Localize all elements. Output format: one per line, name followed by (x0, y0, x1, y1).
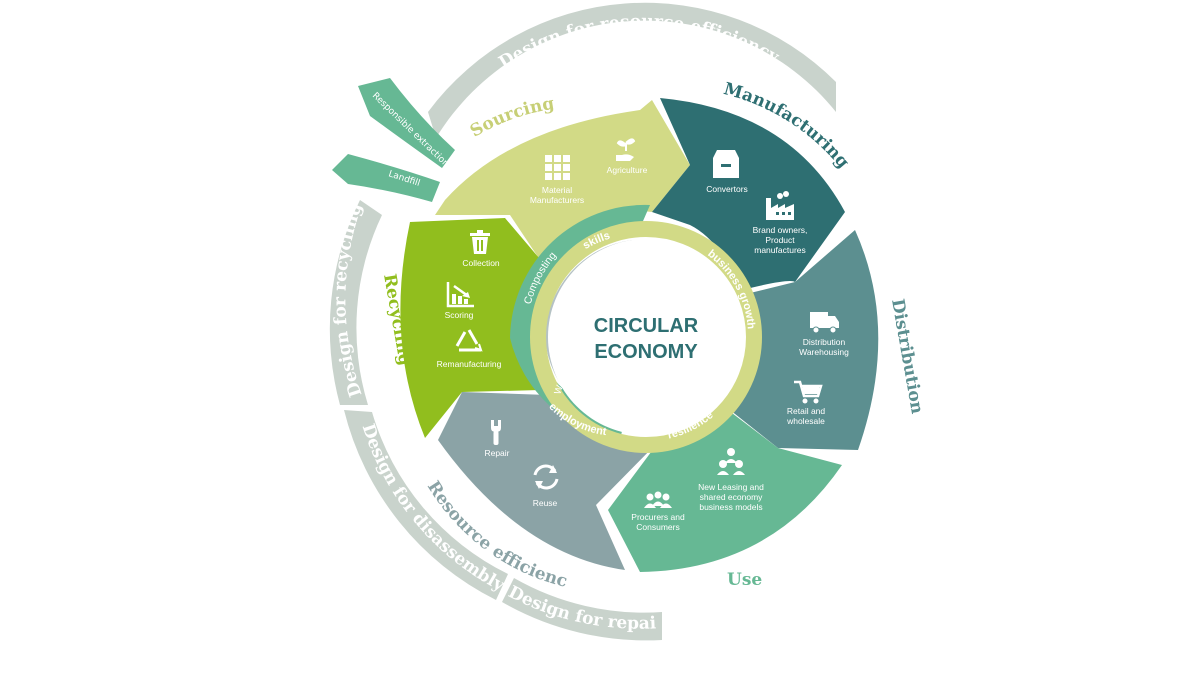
box-icon (713, 150, 739, 178)
center-disc (548, 239, 744, 435)
segment-title-use: Use (727, 570, 762, 590)
segment-title-distribution: Distribution (887, 297, 927, 415)
manufacturing-item-convertors: Convertors (706, 184, 748, 194)
outer-arc-resource-efficiency (428, 2, 836, 139)
benefits-ring (530, 221, 762, 453)
distribution-item-distribution: Distribution (803, 337, 846, 347)
manufacturing-item-manufactures: manufactures (754, 245, 806, 255)
use-item-procurers: Procurers and (631, 512, 685, 522)
manufacturing-item-product: Product (765, 235, 795, 245)
recycling-item-remanufacturing: Remanufacturing (437, 359, 502, 369)
responsible-extraction-arrow (358, 78, 455, 168)
grid-icon (545, 155, 570, 180)
refresh-icon (533, 464, 559, 490)
outer-arc-disassembly (344, 410, 508, 600)
recycling-item-scoring: Scoring (445, 310, 474, 320)
composting-ring (510, 204, 650, 338)
recycle-icon (455, 329, 483, 352)
svg-text:Sourcing: Sourcing (467, 94, 556, 142)
factory-icon (766, 191, 794, 220)
resource-item-repair: Repair (484, 448, 509, 458)
distribution-item-retail: Retail and (787, 406, 826, 416)
distribution-item-warehousing: Warehousing (799, 347, 849, 357)
segment-distribution (730, 230, 879, 450)
group-icon (717, 448, 745, 475)
use-item-business-models: business models (699, 502, 762, 512)
cart-icon (794, 380, 823, 404)
center-title-line2: ECONOMY (594, 341, 698, 363)
wrench-icon (491, 420, 501, 445)
segment-recycling (400, 218, 545, 438)
use-item-new-leasing: New Leasing and (698, 482, 764, 492)
people-icon (644, 491, 672, 508)
outer-arc-repair (502, 578, 662, 641)
use-item-shared-economy: shared economy (700, 492, 764, 502)
trash-icon (470, 230, 490, 254)
resource-item-reuse: Reuse (533, 498, 558, 508)
plant-hand-icon (616, 138, 636, 161)
manufacturing-item-brand-owners: Brand owners, (753, 225, 808, 235)
center-title-line1: CIRCULAR (594, 315, 699, 337)
distribution-item-wholesale: wholesale (786, 416, 825, 426)
chart-down-icon (446, 282, 474, 308)
outer-arc-recycling (329, 200, 382, 405)
landfill-arrow (332, 154, 440, 202)
use-item-consumers: Consumers (636, 522, 679, 532)
segment-manufacturing (652, 98, 845, 290)
recycling-item-collection: Collection (462, 258, 500, 268)
segment-title-sourcing: Sourcing (467, 94, 556, 142)
segment-sourcing (435, 100, 690, 260)
sourcing-item-agriculture: Agriculture (607, 165, 648, 175)
sourcing-item-material: Material (542, 185, 572, 195)
sourcing-item-manufacturers: Manufacturers (530, 195, 584, 205)
truck-icon (810, 312, 839, 334)
